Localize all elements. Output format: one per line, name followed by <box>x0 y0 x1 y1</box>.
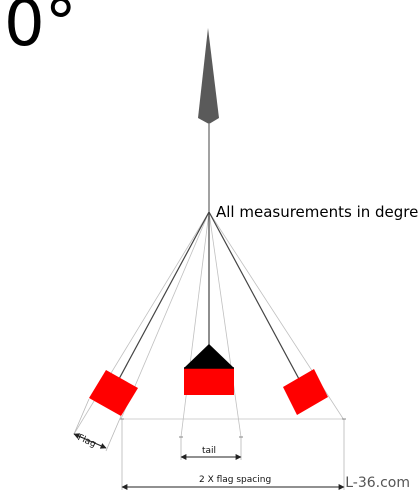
construction-lines <box>73 211 345 438</box>
tail-body <box>184 368 234 395</box>
support-lines <box>111 211 307 393</box>
kite-shape <box>198 28 219 124</box>
tail-label: tail <box>202 446 217 456</box>
left-flag <box>89 370 138 416</box>
right-flag <box>283 369 328 415</box>
measurement-note: All measurements in degrees <box>216 203 419 221</box>
tail-top <box>184 344 234 368</box>
angle-title: 0° <box>4 0 77 61</box>
spacing-label: 2 X flag spacing <box>199 475 272 485</box>
tick-marks <box>120 418 346 438</box>
flag-dimension <box>73 433 107 449</box>
site-credit: L-36.com <box>345 475 410 491</box>
